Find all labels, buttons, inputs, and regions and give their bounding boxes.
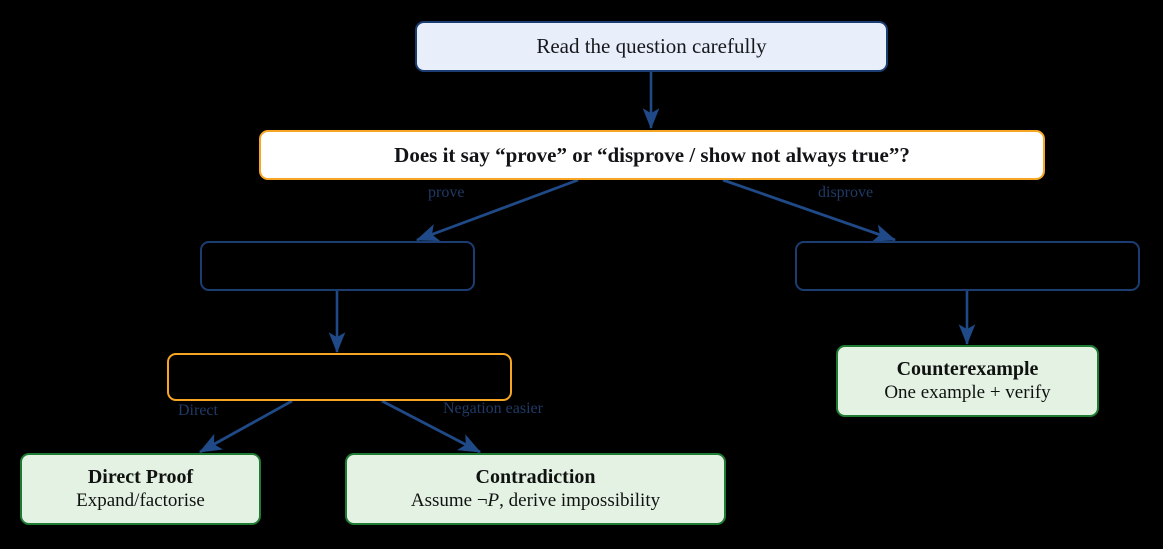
node-contradiction-sub-suffix: , derive impossibility [499, 489, 661, 511]
node-decision-second[interactable] [167, 353, 512, 401]
node-direct-proof[interactable]: Direct Proof Expand/factorise [20, 453, 261, 525]
node-contradiction-subtitle: Assume ¬P, derive impossibility [411, 490, 660, 512]
node-direct-proof-title: Direct Proof [87, 466, 194, 488]
node-counterexample-title: Counterexample [896, 358, 1039, 380]
node-contradiction-title: Contradiction [475, 466, 596, 488]
node-branch-prove[interactable] [200, 241, 475, 291]
node-start[interactable]: Read the question carefully [415, 21, 888, 72]
edge-label-disprove: disprove [818, 184, 874, 201]
node-decision-main-label: Does it say “prove” or “disprove / show … [394, 142, 910, 167]
node-branch-disprove[interactable] [795, 241, 1140, 291]
node-direct-proof-subtitle: Expand/factorise [76, 489, 205, 511]
node-start-label: Read the question carefully [536, 34, 767, 59]
node-counterexample-subtitle: One example + verify [884, 381, 1051, 403]
edge-label-negation-easier: Negation easier [443, 400, 543, 417]
node-decision-main[interactable]: Does it say “prove” or “disprove / show … [259, 130, 1045, 180]
node-contradiction-sub-symbol: P [487, 489, 500, 511]
node-contradiction[interactable]: Contradiction Assume ¬P, derive impossib… [345, 453, 726, 525]
node-contradiction-sub-prefix: Assume ¬ [410, 489, 488, 511]
edge-label-direct: Direct [178, 402, 218, 419]
node-counterexample[interactable]: Counterexample One example + verify [836, 345, 1099, 417]
edge-label-prove: prove [428, 184, 465, 201]
